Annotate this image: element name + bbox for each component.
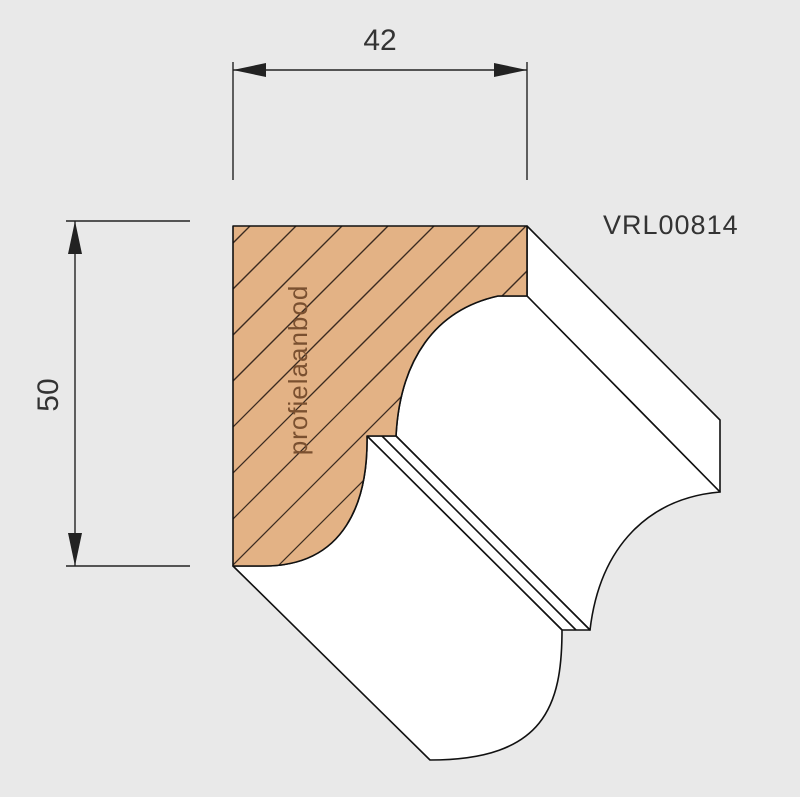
hatch-line bbox=[233, 226, 527, 566]
width-arrow-right bbox=[494, 63, 527, 77]
hatch-line bbox=[233, 226, 323, 566]
width-label: 42 bbox=[363, 24, 396, 57]
hatch-line bbox=[233, 226, 369, 566]
section-outline bbox=[232, 225, 528, 567]
hatch-line bbox=[233, 226, 461, 566]
moulding-body bbox=[232, 225, 721, 761]
height-arrow-top bbox=[68, 221, 82, 254]
height-arrow-bottom bbox=[68, 533, 82, 566]
width-dimension: 42 bbox=[232, 24, 528, 180]
product-code: VRL00814 bbox=[603, 210, 739, 240]
hatch-line bbox=[233, 226, 527, 566]
hatch-line bbox=[233, 226, 251, 401]
hatch-line bbox=[233, 226, 507, 566]
quirk-line bbox=[381, 435, 577, 631]
watermark-text: profielaanbod bbox=[283, 285, 313, 456]
height-dimension: 50 bbox=[32, 220, 190, 567]
width-arrow-left bbox=[233, 63, 266, 77]
height-label: 50 bbox=[32, 378, 65, 411]
section-fill bbox=[233, 226, 527, 566]
hatch-line bbox=[233, 226, 415, 566]
